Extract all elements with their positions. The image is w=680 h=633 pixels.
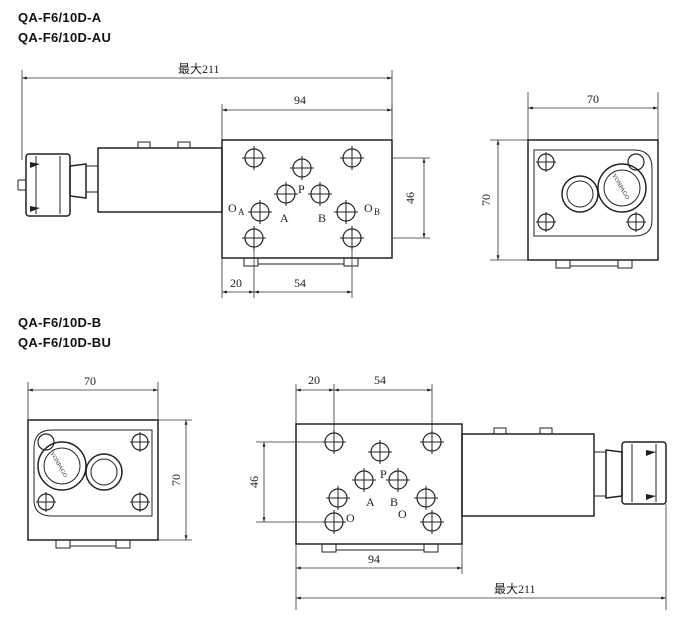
brand-mark-bottom: YONPAGO: [48, 451, 68, 480]
dim-end-width-label-bottom: 70: [84, 374, 96, 388]
dim-port-height-label: 46: [403, 192, 417, 204]
port-label-b: B: [318, 211, 326, 225]
port-label-oa-sub: A: [238, 207, 245, 217]
adjustment-knob: [25, 153, 71, 217]
side-view-b: 20 54: [247, 373, 667, 610]
end-view-bottom: 70 70 YONPAGO: [27, 374, 192, 549]
dim-port-height-label-b: 46: [247, 476, 261, 488]
solenoid-face-bottom: [37, 441, 87, 491]
port-label-o-left: O: [346, 511, 355, 525]
side-view-a: 最大211 94: [17, 62, 430, 298]
port-label-a: A: [280, 211, 289, 225]
port-label-p-b: P: [380, 467, 387, 481]
model-title-bu: QA-F6/10D-BU: [18, 335, 112, 350]
port-label-o-right: O: [398, 507, 407, 521]
port-holes-bottom: [322, 430, 444, 534]
model-title-b: QA-F6/10D-B: [18, 315, 102, 330]
model-title-a: QA-F6/10D-A: [18, 10, 102, 25]
brand-mark-top: YONPAGO: [610, 173, 630, 202]
port-label-oa: O: [228, 201, 237, 215]
dim-end-height-label-bottom: 70: [169, 474, 183, 486]
dim-max-length-label-b: 最大211: [494, 582, 536, 596]
solenoid-housing: [97, 147, 223, 213]
end-view-top: 70 70 YONPAGO: [479, 92, 659, 269]
port-label-ob: O: [364, 201, 373, 215]
dim-max-length-label: 最大211: [178, 62, 220, 76]
dim-port-spacing-label: 54: [294, 276, 306, 290]
adjustment-knob-b: [621, 441, 667, 505]
dim-offset-left-label-b: 20: [308, 373, 320, 387]
port-holes-top: [242, 146, 364, 250]
port-label-a-b: A: [366, 495, 375, 509]
solenoid-face-top: [597, 163, 647, 213]
port-label-p: P: [298, 182, 305, 196]
port-label-ob-sub: B: [374, 207, 380, 217]
dim-end-height-label-top: 70: [479, 194, 493, 206]
port-label-b-b: B: [390, 495, 398, 509]
model-title-au: QA-F6/10D-AU: [18, 30, 112, 45]
dim-port-spacing-label-b: 54: [374, 373, 386, 387]
dim-body-length-label: 94: [294, 93, 306, 107]
dim-offset-left-label: 20: [230, 276, 242, 290]
dim-end-width-label-top: 70: [587, 92, 599, 106]
dim-body-length-label-b: 94: [368, 552, 380, 566]
